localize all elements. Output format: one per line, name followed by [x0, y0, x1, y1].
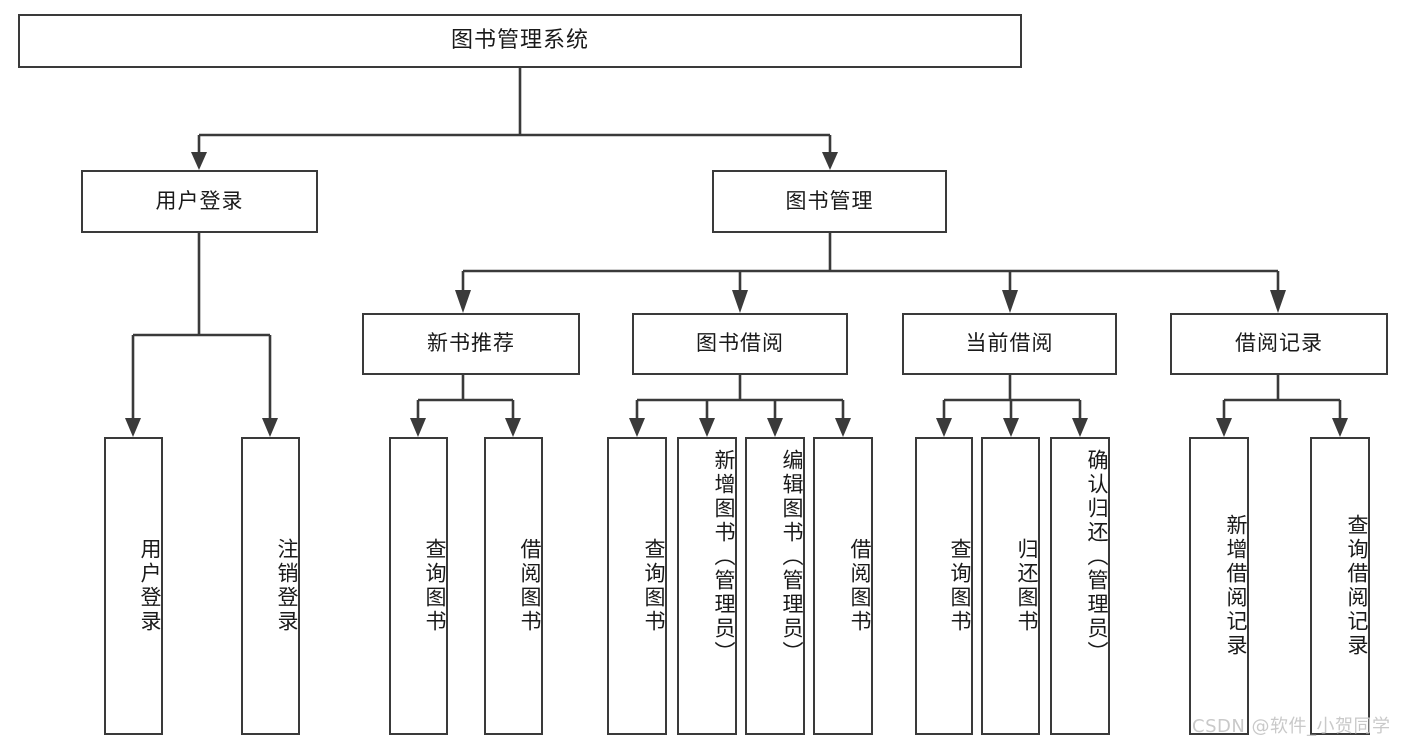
leaf-current-borrow-query-books[interactable]: 查询图书 [915, 437, 973, 735]
arrowhead-leaf-bb-1 [629, 418, 645, 437]
arrowhead-leaf-br-2 [1332, 418, 1348, 437]
arrowhead-leaf-nb-1 [410, 418, 426, 437]
node-borrow-record[interactable]: 借阅记录 [1170, 313, 1388, 375]
leaf-book-borrow-borrow-books[interactable]: 借阅图书 [813, 437, 873, 735]
arrowhead-leaf-cb-3 [1072, 418, 1088, 437]
arrowhead-leaf-user-login-2 [262, 418, 278, 437]
leaf-current-borrow-confirm-return-admin[interactable]: 确认归还（管理员） [1050, 437, 1110, 735]
arrowhead-book-borrow [732, 290, 748, 313]
leaf-new-book-query-books[interactable]: 查询图书 [389, 437, 448, 735]
leaf-borrow-record-query-record[interactable]: 查询借阅记录 [1310, 437, 1370, 735]
arrowhead-book-mgmt [822, 152, 838, 170]
node-current-borrow[interactable]: 当前借阅 [902, 313, 1117, 375]
leaf-book-borrow-edit-book-admin[interactable]: 编辑图书（管理员） [745, 437, 805, 735]
arrowhead-leaf-bb-4 [835, 418, 851, 437]
arrowhead-current-borrow [1002, 290, 1018, 313]
node-root-library-system[interactable]: 图书管理系统 [18, 14, 1022, 68]
node-book-borrow[interactable]: 图书借阅 [632, 313, 848, 375]
node-new-book-recommend[interactable]: 新书推荐 [362, 313, 580, 375]
leaf-book-borrow-add-book-admin[interactable]: 新增图书（管理员） [677, 437, 737, 735]
arrowhead-leaf-user-login-1 [125, 418, 141, 437]
arrowhead-leaf-cb-2 [1003, 418, 1019, 437]
leaf-new-book-borrow-books[interactable]: 借阅图书 [484, 437, 543, 735]
arrowhead-user-login [191, 152, 207, 170]
arrowhead-leaf-nb-2 [505, 418, 521, 437]
arrowhead-leaf-bb-3 [767, 418, 783, 437]
leaf-borrow-record-add-record[interactable]: 新增借阅记录 [1189, 437, 1249, 735]
leaf-current-borrow-return-books[interactable]: 归还图书 [981, 437, 1040, 735]
arrowhead-leaf-bb-2 [699, 418, 715, 437]
arrowhead-leaf-br-1 [1216, 418, 1232, 437]
leaf-user-login-login[interactable]: 用户登录 [104, 437, 163, 735]
leaf-book-borrow-query-books[interactable]: 查询图书 [607, 437, 667, 735]
node-user-login[interactable]: 用户登录 [81, 170, 318, 233]
arrowhead-new-book [455, 290, 471, 313]
leaf-user-login-logout[interactable]: 注销登录 [241, 437, 300, 735]
node-book-management[interactable]: 图书管理 [712, 170, 947, 233]
arrowhead-borrow-record [1270, 290, 1286, 313]
arrowhead-leaf-cb-1 [936, 418, 952, 437]
